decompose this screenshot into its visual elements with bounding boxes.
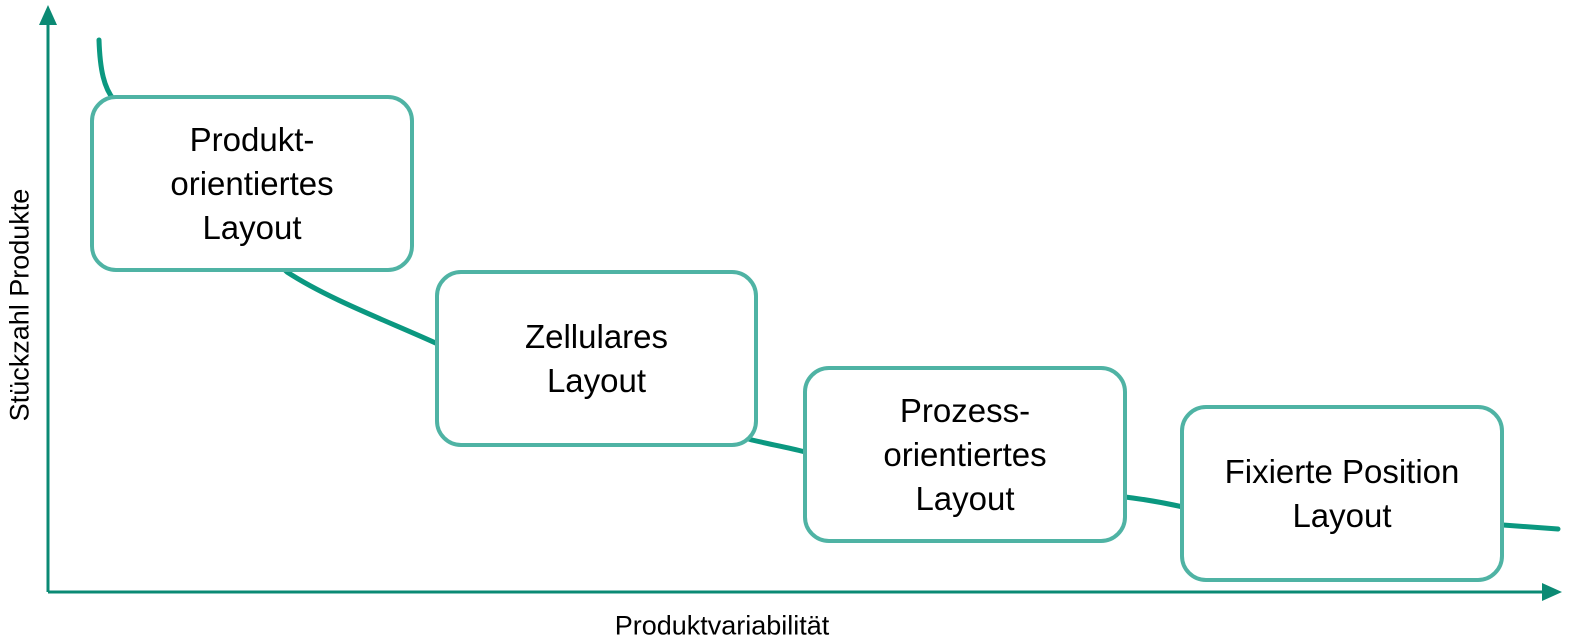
box-line: Layout [1292,496,1392,534]
box-line: orientiertes [170,164,334,202]
cellular-layout-box: Zellulares Layout [435,270,758,447]
box-line: Layout [202,208,302,246]
box-line: Zellulares [524,317,669,355]
y-axis-label: Stückzahl Produkte [4,188,35,422]
y-axis-arrowhead [39,5,57,25]
box-line: Fixierte Position [1224,452,1460,490]
process-oriented-layout-box: Prozess- orientiertes Layout [803,366,1127,543]
product-oriented-layout-box: Produkt- orientiertes Layout [90,95,414,272]
box-line: orientiertes [883,435,1047,473]
x-axis-arrowhead [1542,583,1562,601]
box-line: Produkt- [189,120,315,158]
box-line: Layout [915,479,1015,517]
fixed-position-layout-box: Fixierte Position Layout [1180,405,1504,582]
x-axis-label: Produktvariabilität [614,610,830,641]
box-line: Layout [546,361,647,399]
box-line: Prozess- [899,391,1031,429]
